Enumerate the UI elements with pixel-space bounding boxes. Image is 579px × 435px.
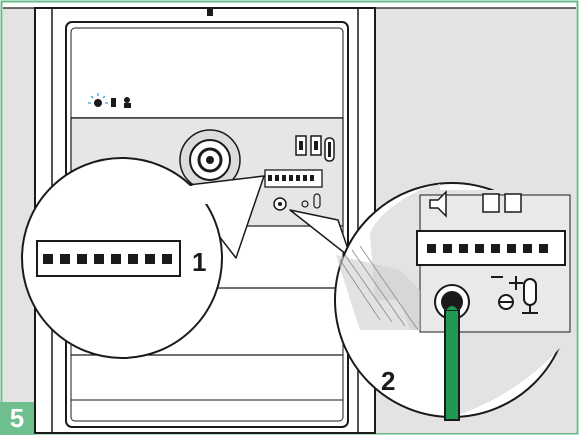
callout-1-label: 1 (192, 249, 206, 275)
step-number-badge: 5 (0, 402, 34, 435)
mini-dip-switch (265, 170, 322, 187)
screwdriver (445, 305, 459, 420)
dip-switch-enlarged (37, 241, 180, 276)
callout-2-label: 2 (381, 368, 395, 394)
